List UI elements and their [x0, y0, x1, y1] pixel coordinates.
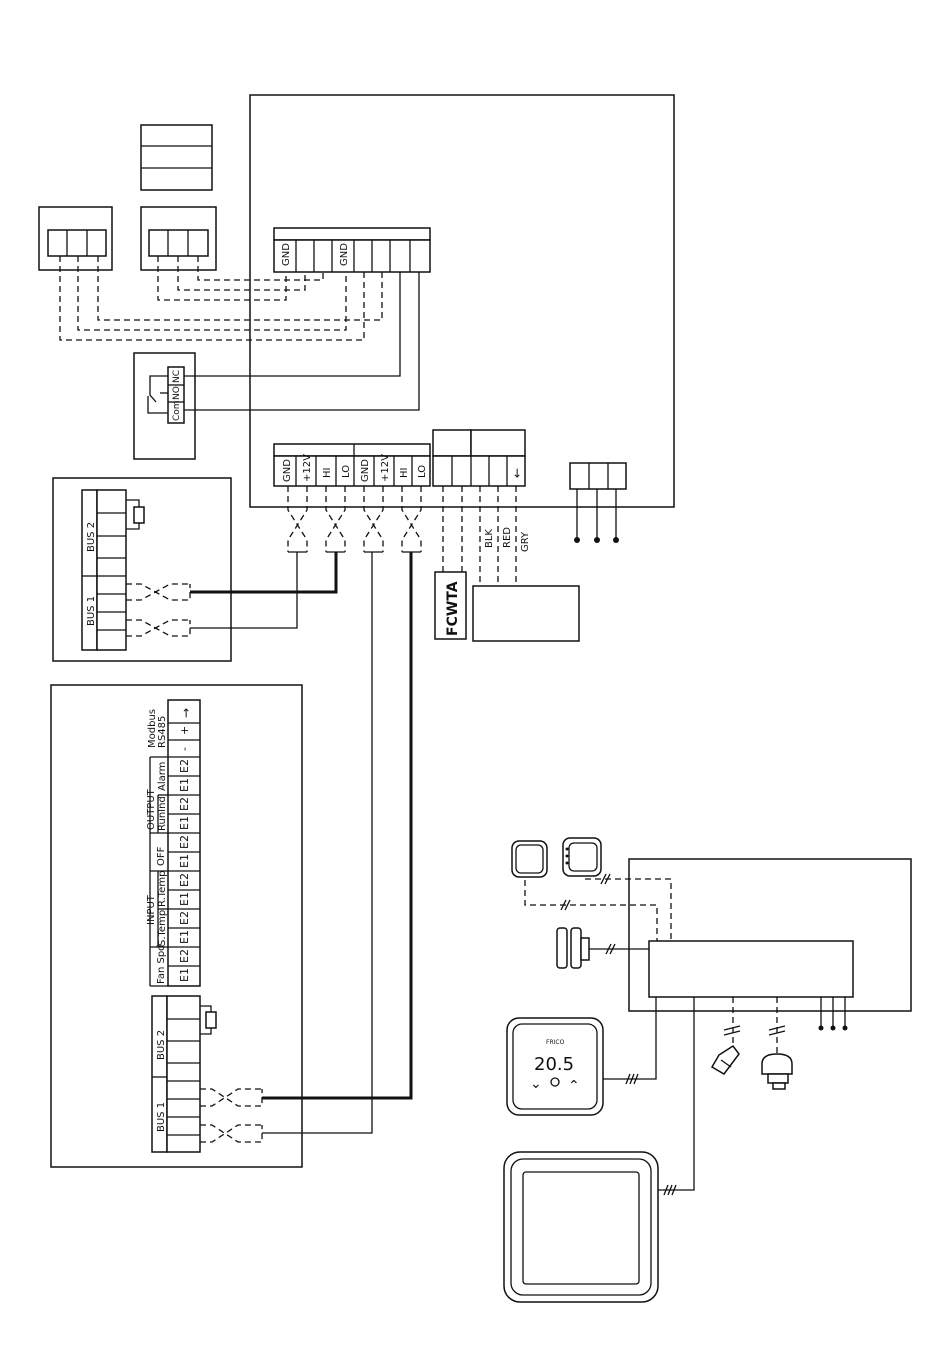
bus-terminal-label-5: GND [360, 459, 371, 482]
relay-box: NC NO Com [134, 353, 195, 459]
pin-off-e2: E2 [178, 835, 191, 849]
thermostat-brand: FRICO [546, 1039, 565, 1046]
pin-alarm-e1: E1 [178, 778, 191, 792]
valve-icon [712, 1046, 739, 1074]
pin-stemp-e2: E2 [178, 911, 191, 925]
bus-terminal-label-7: HI [399, 468, 410, 478]
wire-color-gry: GRY [520, 531, 531, 552]
bus-terminal-label-3: HI [322, 468, 333, 478]
top-terminal-label-5: GND [339, 243, 350, 266]
module-1-bus2-label: BUS 2 [86, 522, 97, 552]
main-bus-terminal-strip: GND +12V HI LO GND +12V HI LO [274, 444, 430, 486]
output-runind: RunInd [157, 796, 168, 831]
module-1: BUS 2 BUS 1 [53, 478, 231, 661]
wall-panel [504, 1152, 658, 1302]
actuator-icon [762, 1054, 792, 1089]
room-sensor-icon-2 [563, 838, 601, 876]
modbus-arrow: → [179, 708, 193, 718]
room-sensor-icon-1 [512, 841, 547, 877]
sensor-device-box [473, 586, 579, 641]
pin-off-e1: E1 [178, 854, 191, 868]
module-2-bus1-label: BUS 1 [156, 1102, 167, 1132]
bus-terminal-label-2: +12V [302, 454, 313, 482]
relay-label-no: NO [172, 386, 182, 400]
fcwta-label: FCWTA [445, 581, 461, 636]
input-title: INPUT [146, 894, 157, 925]
module-2: → + - E2 E1 E2 E1 E2 E1 E2 E1 E2 E1 E2 E… [51, 685, 302, 1167]
main-top-terminal-strip: GND GND [274, 228, 430, 272]
stacked-terminal-box [141, 125, 212, 190]
sensor-terminal-block: ← [433, 430, 525, 486]
fcwta-box: FCWTA [435, 572, 466, 639]
pin-fanspd-e2: E2 [178, 949, 191, 963]
module-2-bus2-label: BUS 2 [156, 1030, 167, 1060]
input-rtemp: R.Temp [157, 871, 168, 907]
pin-rtemp-e1: E1 [178, 892, 191, 906]
thermostat-value: 20.5 [534, 1054, 574, 1075]
controller-inner-box [649, 941, 853, 997]
pin-runind-e2: E2 [178, 797, 191, 811]
thermostat-up-icon: ⌃ [568, 1078, 580, 1094]
sensor-box-left [39, 207, 112, 270]
sensor-arrow-label: ← [510, 468, 524, 478]
pin-alarm-e2: E2 [178, 759, 191, 773]
bus-terminal-label-4: LO [341, 465, 352, 478]
bus-terminal-label-6: +12V [380, 454, 391, 482]
bus-terminal-label-1: GND [282, 459, 293, 482]
output-title: OUTPUT [146, 788, 157, 830]
thermostat-display: FRICO 20.5 ⌄ ⌃ [507, 1018, 603, 1115]
modbus-minus: - [178, 747, 191, 751]
relay-label-com: Com [172, 400, 182, 421]
thermostat-down-icon: ⌄ [530, 1076, 542, 1092]
wire-color-red: RED [502, 527, 513, 548]
off-label: OFF [156, 846, 167, 866]
wire-color-blk: BLK [484, 529, 495, 548]
bus-terminal-label-8: LO [417, 465, 428, 478]
top-terminal-label-1: GND [281, 243, 292, 266]
wall-panel-wire [658, 997, 694, 1190]
pin-fanspd-e1: E1 [178, 968, 191, 982]
modbus-subtitle: RS485 [157, 716, 168, 748]
pin-stemp-e1: E1 [178, 930, 191, 944]
input-stemp: S.Temp [157, 910, 168, 946]
modbus-plus: + [178, 726, 191, 735]
pin-runind-e1: E1 [178, 816, 191, 830]
output-alarm: Alarm [157, 762, 168, 791]
relay-label-nc: NC [172, 370, 182, 383]
fanspd-label: Fan Spd [156, 944, 167, 984]
module-1-bus1-label: BUS 1 [86, 596, 97, 626]
pin-rtemp-e2: E2 [178, 873, 191, 887]
